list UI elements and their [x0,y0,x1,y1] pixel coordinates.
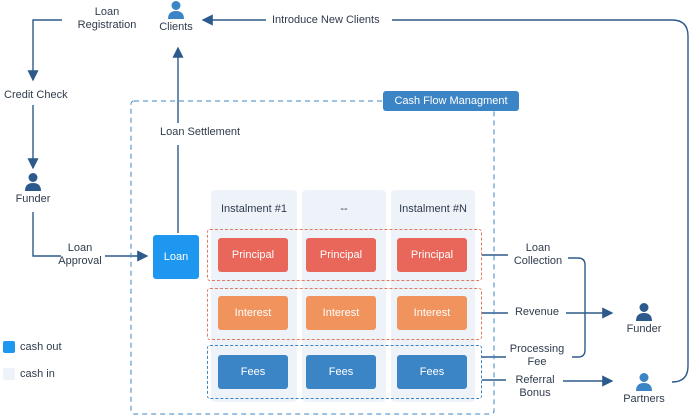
revenue-label: Revenue [514,306,560,318]
legend-swatch-cash-out [3,341,15,353]
interest-chip-3: Interest [397,296,467,330]
cash-flow-frame [130,100,495,415]
funder-right-node: Funder [619,302,669,335]
principal-row [207,229,482,281]
person-icon [636,373,652,391]
loan-collection-line [482,254,586,358]
loan-approval-arrow [32,212,147,256]
loan-node: Loan [153,235,199,279]
principal-chip-3: Principal [397,238,467,272]
fees-row [207,345,482,399]
interest-chip-2: Interest [306,296,376,330]
partners-node: Partners [616,372,672,405]
funder-left-node: Funder [8,172,58,205]
partners-label: Partners [623,393,665,405]
legend-label-cash-out: cash out [20,341,62,353]
person-icon [25,173,41,191]
loan-settlement-label: Loan Settlement [160,126,241,139]
column-header-2: -- [340,203,348,215]
person-icon [636,303,652,321]
column-header-3: Instalment #N [399,203,467,215]
column-header-1: Instalment #1 [220,203,288,215]
clients-label: Clients [159,21,193,33]
introduce-new-clients-label: Introduce New Clients [270,14,382,27]
legend-swatch-cash-in [3,368,15,380]
fees-chip-3: Fees [397,355,467,389]
interest-chip-1: Interest [218,296,288,330]
credit-check-label: Credit Check [4,89,68,102]
principal-chip-1: Principal [218,238,288,272]
funder-right-label: Funder [626,323,662,335]
person-icon [168,1,184,19]
clients-node: Clients [148,0,204,33]
principal-chip-2: Principal [306,238,376,272]
funder-left-label: Funder [15,193,51,205]
introduce-new-clients-arrow [203,20,689,383]
fees-chip-2: Fees [306,355,376,389]
referral-bonus-arrow [482,380,612,381]
fees-chip-1: Fees [218,355,288,389]
interest-row [207,288,482,340]
legend-label-cash-in: cash in [20,368,55,380]
cash-flow-title: Cash Flow Managment [383,91,519,111]
